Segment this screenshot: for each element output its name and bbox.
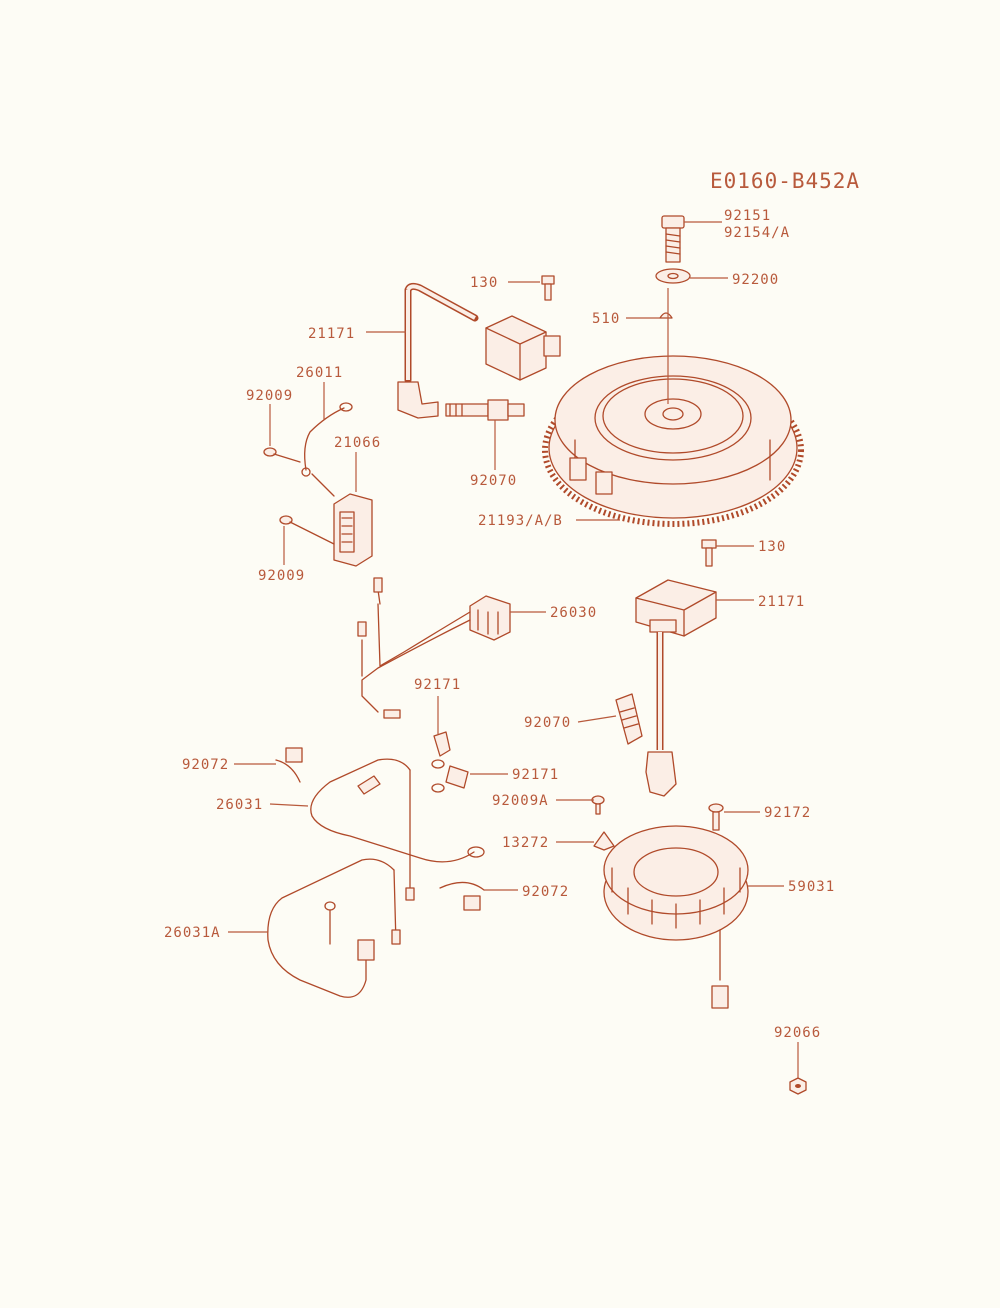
part-label: 92070 [470, 473, 517, 489]
wiring-harness-26031[interactable] [310, 758, 485, 901]
part-label: 92151 [724, 208, 771, 224]
part-label: 92171 [414, 677, 461, 693]
part-label: 92200 [732, 272, 779, 288]
stator[interactable] [603, 825, 749, 1009]
part-label: 59031 [788, 879, 835, 895]
part-label: 92072 [182, 757, 229, 773]
ignition-coil-upper[interactable] [397, 282, 561, 419]
part-label: 21171 [758, 594, 805, 610]
part-label: 26011 [296, 365, 343, 381]
wire-clip-lower[interactable] [431, 765, 469, 793]
plate-13272[interactable] [593, 831, 615, 851]
ground-lead[interactable] [301, 402, 353, 477]
part-label: 21171 [308, 326, 355, 342]
part-label: 92172 [764, 805, 811, 821]
flywheel[interactable] [542, 355, 804, 527]
diagram-code: E0160-B452A [710, 169, 860, 193]
part-label: 130 [470, 275, 498, 291]
connector-92072-upper[interactable] [275, 747, 303, 783]
flywheel-washer[interactable] [655, 268, 691, 284]
part-label: 92009A [492, 793, 549, 809]
part-label: 92009 [246, 388, 293, 404]
part-label: 26031A [164, 925, 221, 941]
part-label: 92066 [774, 1025, 821, 1041]
part-label: 92009 [258, 568, 305, 584]
wiring-harness-26031a[interactable] [267, 858, 401, 998]
part-label: 13272 [502, 835, 549, 851]
coil-bolt-lower[interactable] [701, 539, 717, 567]
ignition-coil-lower[interactable] [635, 579, 717, 797]
part-label: 26031 [216, 797, 263, 813]
part-label: 130 [758, 539, 786, 555]
part-label: 92154/A [724, 225, 790, 241]
nut-92066[interactable] [789, 1077, 807, 1095]
part-label: 92072 [522, 884, 569, 900]
screw-upper[interactable] [263, 447, 301, 463]
screw-lower[interactable] [279, 515, 335, 545]
screw-92009a[interactable] [591, 795, 605, 815]
voltage-regulator[interactable] [333, 493, 373, 567]
flywheel-bolt[interactable] [661, 215, 685, 263]
part-label: 26030 [550, 605, 597, 621]
spark-plug-upper[interactable] [445, 399, 525, 421]
spark-plug-lower[interactable] [615, 693, 643, 745]
part-label: 21193/A/B [478, 513, 563, 529]
part-label: 92171 [512, 767, 559, 783]
flywheel-key[interactable] [659, 312, 673, 319]
screw-92172[interactable] [708, 803, 724, 831]
connector-92072-lower[interactable] [439, 881, 485, 911]
part-label: 510 [592, 311, 620, 327]
part-label: 92070 [524, 715, 571, 731]
wire-clip-upper[interactable] [431, 731, 451, 769]
part-label: 21066 [334, 435, 381, 451]
wiring-harness-26030[interactable] [357, 577, 511, 719]
coil-bolt-upper[interactable] [541, 275, 555, 301]
